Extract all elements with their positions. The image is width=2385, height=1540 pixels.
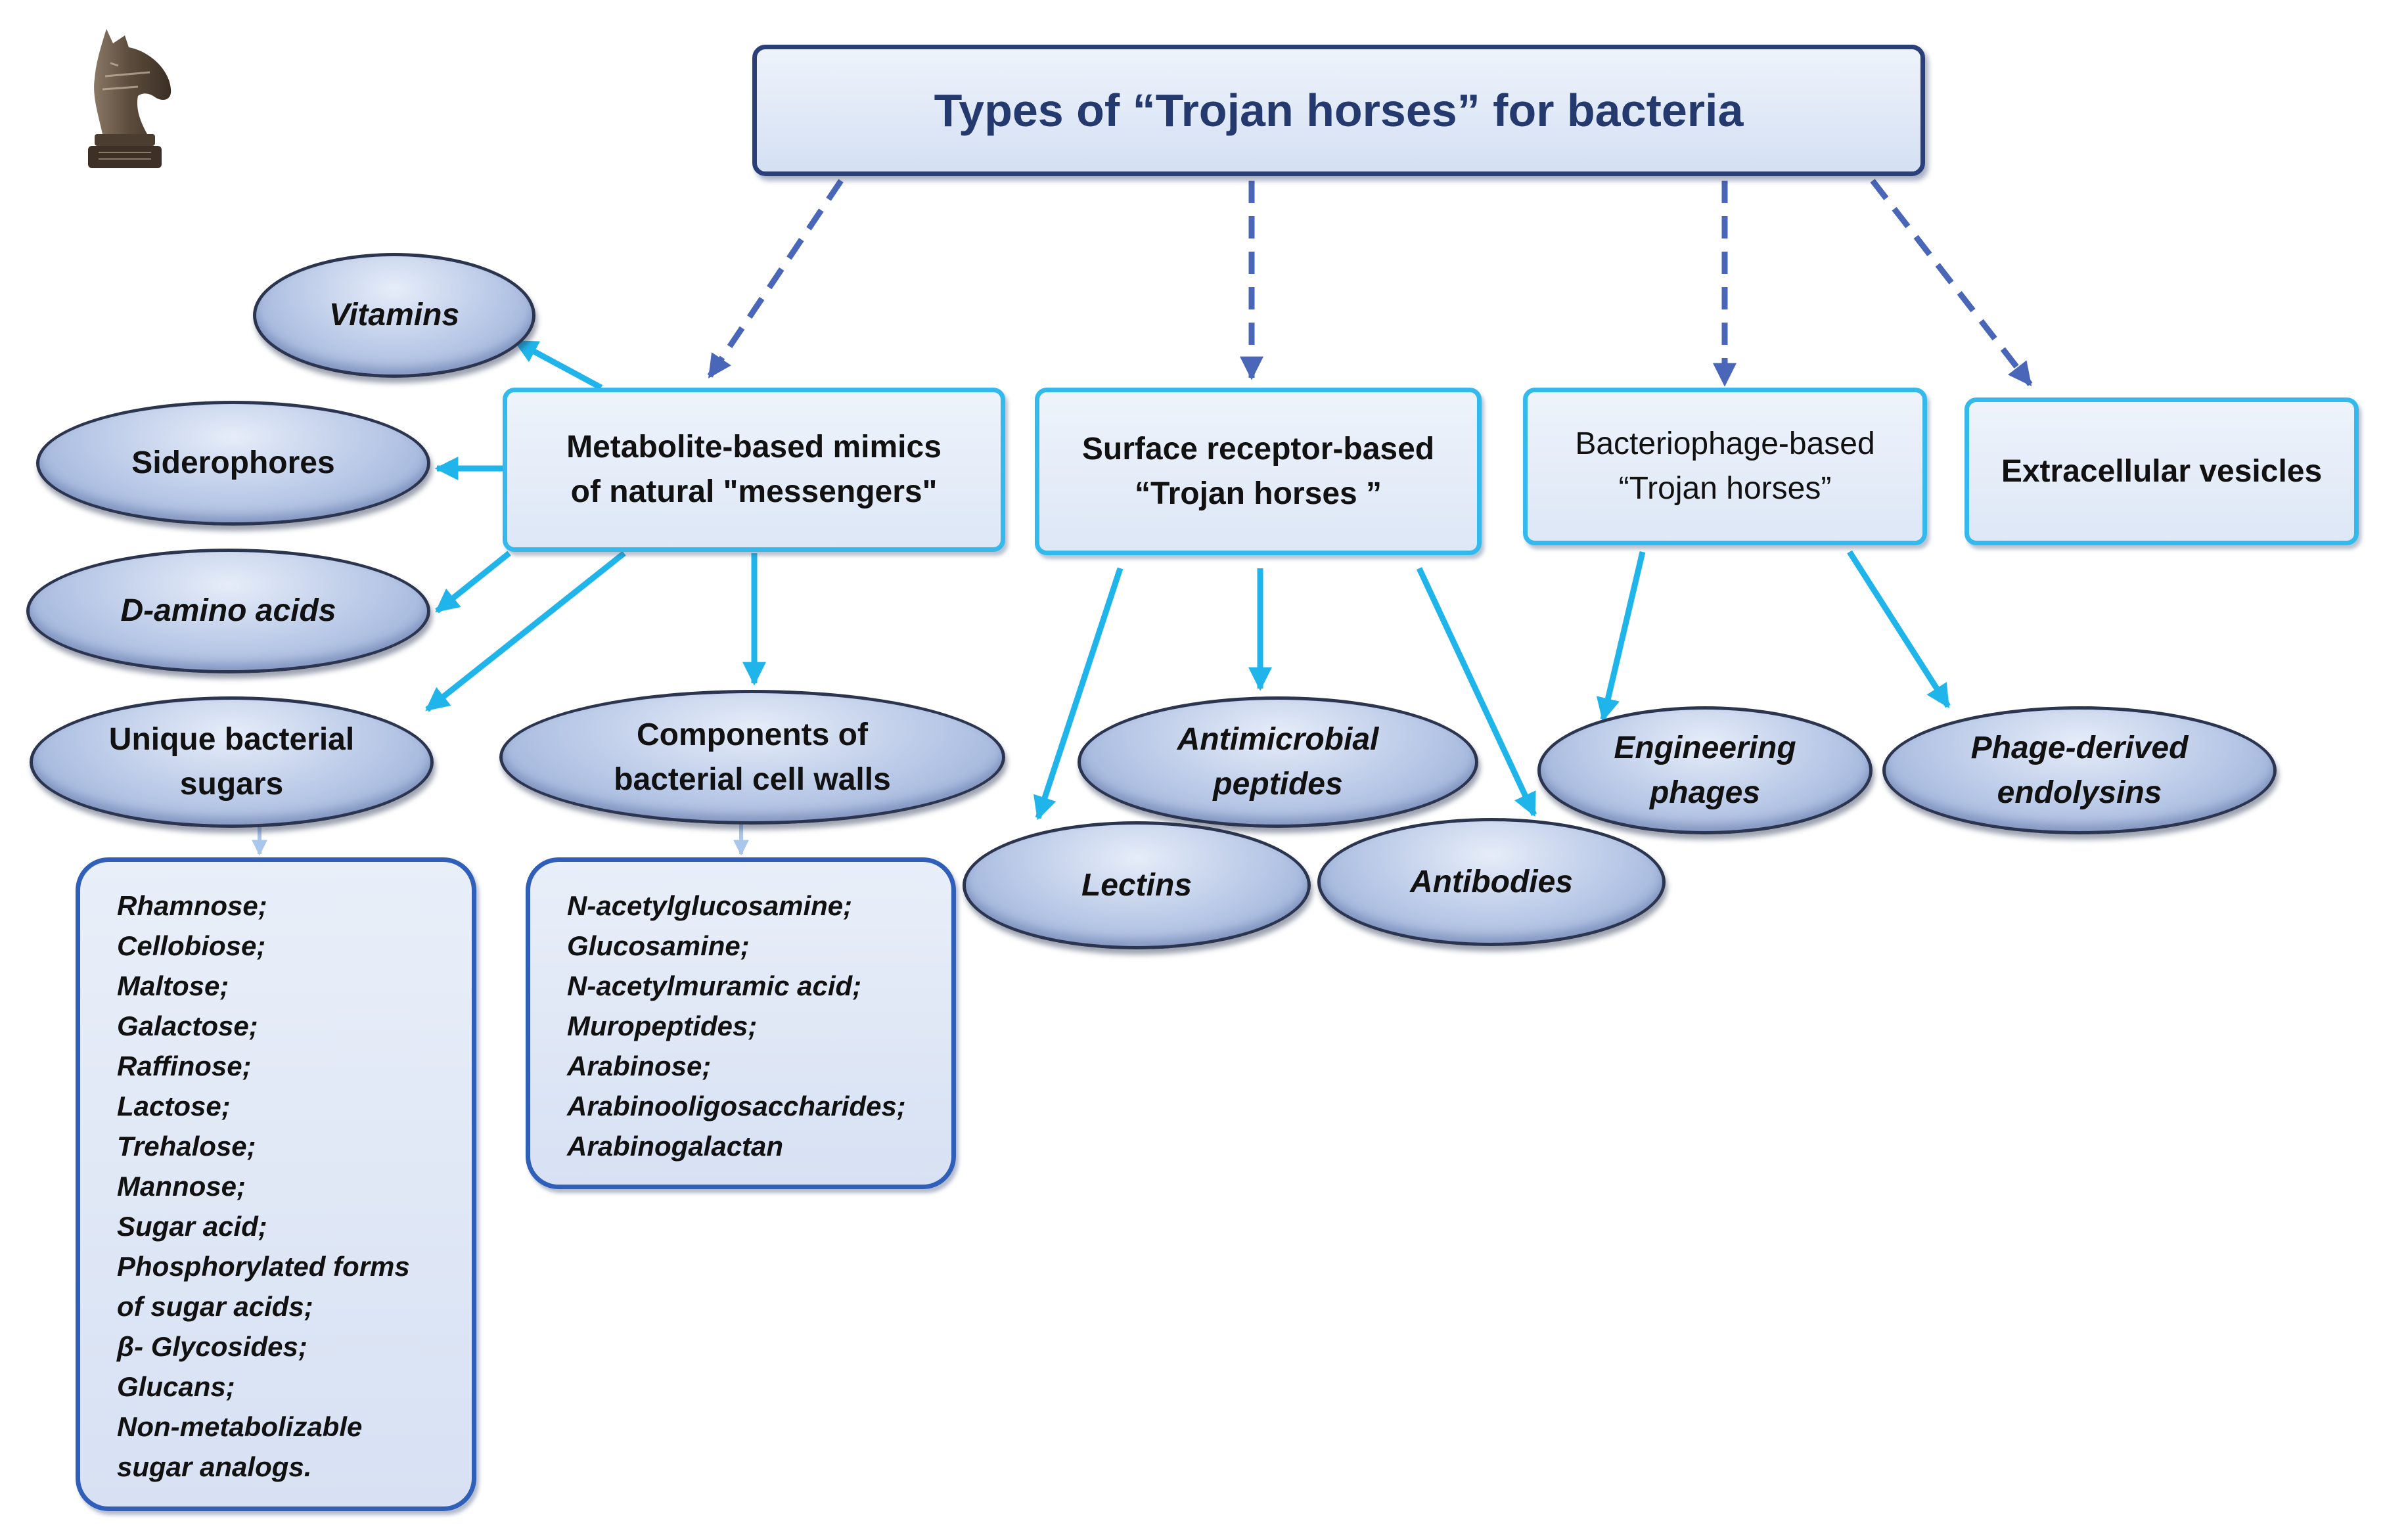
sugar-list-item: Maltose; (117, 970, 229, 1001)
cell-wall-list-item: N-acetylglucosamine; (567, 890, 853, 921)
sugar-list-item: sugar analogs. (117, 1451, 312, 1482)
arrow-phage-to-engineering-phages (1596, 551, 1646, 722)
subtype-d-amino-acids: D-amino acids (26, 549, 430, 673)
sugar-list-item: Raffinose; (117, 1051, 252, 1081)
subtype-label-line2: peptides (1213, 767, 1343, 802)
subtype-phage-derived-endolysins: Phage-derived endolysins (1882, 706, 2277, 834)
sugar-list-item: Phosphorylated forms (117, 1251, 410, 1282)
diagram-title: Types of “Trojan horses” for bacteria (934, 85, 1744, 136)
subtype-label-line2: sugars (179, 767, 284, 802)
subtype-engineering-phages: Engineering phages (1537, 706, 1873, 834)
subtype-vitamins: Vitamins (253, 253, 535, 378)
sugar-list-item: Non-metabolizable (117, 1411, 363, 1442)
subtype-label-line1: Components of (637, 717, 868, 752)
subtype-label-line1: Phage-derived (1970, 730, 2189, 765)
subtype-label: D-amino acids (120, 593, 336, 628)
subtype-label-line2: phages (1649, 775, 1761, 810)
subtype-antibodies: Antibodies (1317, 818, 1666, 946)
subtype-cell-wall-components: Components of bacterial cell walls (499, 690, 1005, 825)
cell-wall-list-item: Arabinose; (567, 1051, 712, 1081)
subtype-label: Siderophores (131, 445, 335, 480)
category-label-line1: Surface receptor-based (1081, 431, 1435, 466)
subtype-label-line2: bacterial cell walls (614, 761, 891, 797)
cell-wall-list-item: Muropeptides; (567, 1010, 758, 1041)
unique-sugars-list: Rhamnose; Cellobiose; Maltose; Galactose; Ra… (76, 857, 476, 1511)
sugar-list-item: Mannose; (117, 1171, 246, 1202)
cell-wall-list-item: N-acetylmuramic acid; (567, 970, 862, 1001)
title-box: Types of “Trojan horses” for bacteria (752, 45, 1925, 176)
subtype-label-line1: Engineering (1614, 730, 1796, 765)
sugar-list-item: Cellobiose; (117, 930, 266, 961)
arrow-metabolite-to-unique-sugars (425, 551, 626, 712)
category-bacteriophage-based: Bacteriophage-based “Trojan horses” (1523, 388, 1927, 545)
subtype-label: Vitamins (329, 298, 460, 332)
sugar-list-item: Lactose; (117, 1091, 231, 1121)
sugar-list-item: of sugar acids; (117, 1291, 313, 1322)
arrow-title-to-metabolite (707, 179, 844, 378)
cell-wall-list-item: Arabinooligosaccharides; (567, 1091, 906, 1121)
sugar-list-item: Galactose; (117, 1010, 258, 1041)
category-label-line2: “Trojan horses” (1618, 471, 1832, 506)
subtype-siderophores: Siderophores (36, 401, 430, 526)
arrow-surface-to-antibodies (1416, 567, 1537, 817)
sugar-list-item: β- Glycosides; (117, 1331, 307, 1362)
cell-wall-list-item: Arabinogalactan (567, 1131, 784, 1162)
subtype-label-line1: Unique bacterial (108, 722, 355, 757)
cell-wall-components-list: N-acetylglucosamine; Glucosamine; N-acetyl… (526, 857, 956, 1189)
sugar-list-item: Sugar acid; (117, 1211, 267, 1242)
sugar-list-item: Rhamnose; (117, 890, 267, 921)
sugar-list-item: Trehalose; (117, 1131, 256, 1162)
subtype-lectins: Lectins (963, 821, 1311, 949)
category-extracellular-vesicles: Extracellular vesicles (1965, 397, 2359, 545)
arrow-title-to-vesicles (1870, 179, 2033, 386)
subtype-label: Lectins (1081, 867, 1192, 903)
arrow-metabolite-to-d-amino-acids (435, 551, 511, 614)
subtype-unique-bacterial-sugars: Unique bacterial sugars (30, 696, 434, 828)
cell-wall-list-item: Glucosamine; (567, 930, 750, 961)
arrow-metabolite-to-vitamins (513, 339, 603, 390)
category-metabolite-based-mimics: Metabolite-based mimics of natural "mess… (503, 388, 1005, 552)
trojan-horse-chess-knight-icon (88, 29, 171, 168)
category-surface-receptor-based: Surface receptor-based “Trojan horses ” (1035, 388, 1482, 555)
subtype-label-line2: endolysins (1997, 775, 2162, 810)
category-label-line2: “Trojan horses ” (1134, 476, 1382, 511)
category-label-line2: of natural "messengers" (570, 474, 938, 509)
subtype-label: Antibodies (1410, 864, 1573, 899)
sugar-list-item: Glucans; (117, 1371, 235, 1402)
subtype-antimicrobial-peptides: Antimicrobial peptides (1078, 696, 1478, 828)
category-label-line1: Bacteriophage-based (1575, 426, 1875, 461)
subtype-label-line1: Antimicrobial (1177, 722, 1379, 757)
arrow-phage-to-endolysins (1847, 550, 1951, 709)
arrow-surface-to-lectins (1034, 567, 1124, 821)
category-label-line1: Extracellular vesicles (2001, 453, 2323, 489)
category-label-line1: Metabolite-based mimics (566, 430, 942, 464)
